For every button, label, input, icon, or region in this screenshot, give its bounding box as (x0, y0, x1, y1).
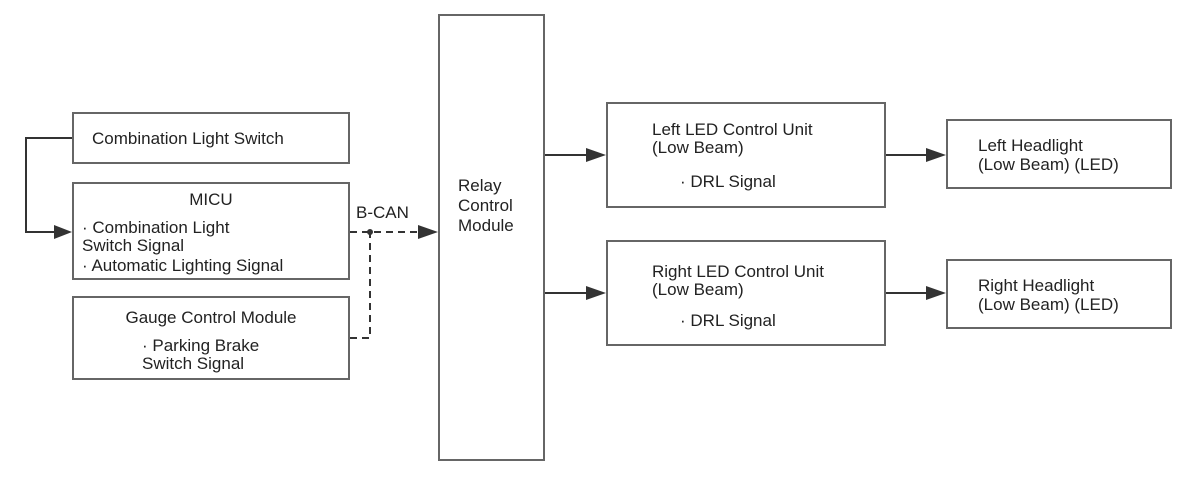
relay-line-3: Module (458, 216, 514, 235)
micu-box: MICU · Combination Light Switch Signal ·… (72, 182, 350, 280)
right-led-line-2: (Low Beam) (652, 280, 744, 299)
switch-to-micu-arrowhead (54, 225, 72, 239)
bcan-gauge-branch-line (350, 232, 371, 339)
left-headlight-line-1: Left Headlight (978, 136, 1083, 155)
right-headlight-box: Right Headlight (Low Beam) (LED) (946, 259, 1172, 329)
relay-to-right-led-arrowhead (586, 286, 606, 300)
relay-control-module-box: Relay Control Module (438, 14, 545, 461)
combination-light-switch-box: Combination Light Switch (72, 112, 350, 164)
left-led-drl-signal: · DRL Signal (680, 172, 776, 191)
right-led-control-unit-box: Right LED Control Unit (Low Beam) · DRL … (606, 240, 886, 346)
right-led-line-1: Right LED Control Unit (652, 262, 824, 281)
left-led-line-1: Left LED Control Unit (652, 120, 813, 139)
micu-signal-1-line-2: Switch Signal (82, 236, 185, 255)
relay-to-left-led-arrowhead (586, 148, 606, 162)
left-led-control-unit-box: Left LED Control Unit (Low Beam) · DRL S… (606, 102, 886, 208)
micu-title: MICU (189, 190, 233, 209)
right-headlight-line-1: Right Headlight (978, 276, 1095, 295)
left-led-to-headlight-arrowhead (926, 148, 946, 162)
gauge-control-module-title: Gauge Control Module (125, 308, 297, 327)
bcan-label: B-CAN (356, 203, 409, 222)
left-headlight-box: Left Headlight (Low Beam) (LED) (946, 119, 1172, 189)
micu-signal-2: · Automatic Lighting Signal (82, 256, 284, 275)
switch-to-micu-line (25, 137, 72, 233)
micu-signal-1-line-1: · Combination Light (82, 218, 230, 237)
bcan-arrowhead (418, 225, 438, 239)
right-headlight-line-2: (Low Beam) (LED) (978, 295, 1119, 314)
relay-line-1: Relay (458, 176, 502, 195)
right-led-drl-signal: · DRL Signal (680, 311, 776, 330)
gauge-signal-line-2: Switch Signal (142, 354, 245, 373)
relay-line-2: Control (458, 196, 513, 215)
bcan-junction-dot (367, 229, 373, 235)
gauge-control-module-box: Gauge Control Module · Parking Brake Swi… (72, 296, 350, 380)
combination-light-switch-title: Combination Light Switch (92, 129, 284, 148)
right-led-to-headlight-arrowhead (926, 286, 946, 300)
left-headlight-line-2: (Low Beam) (LED) (978, 155, 1119, 174)
gauge-signal-line-1: · Parking Brake (142, 336, 260, 355)
left-led-line-2: (Low Beam) (652, 138, 744, 157)
